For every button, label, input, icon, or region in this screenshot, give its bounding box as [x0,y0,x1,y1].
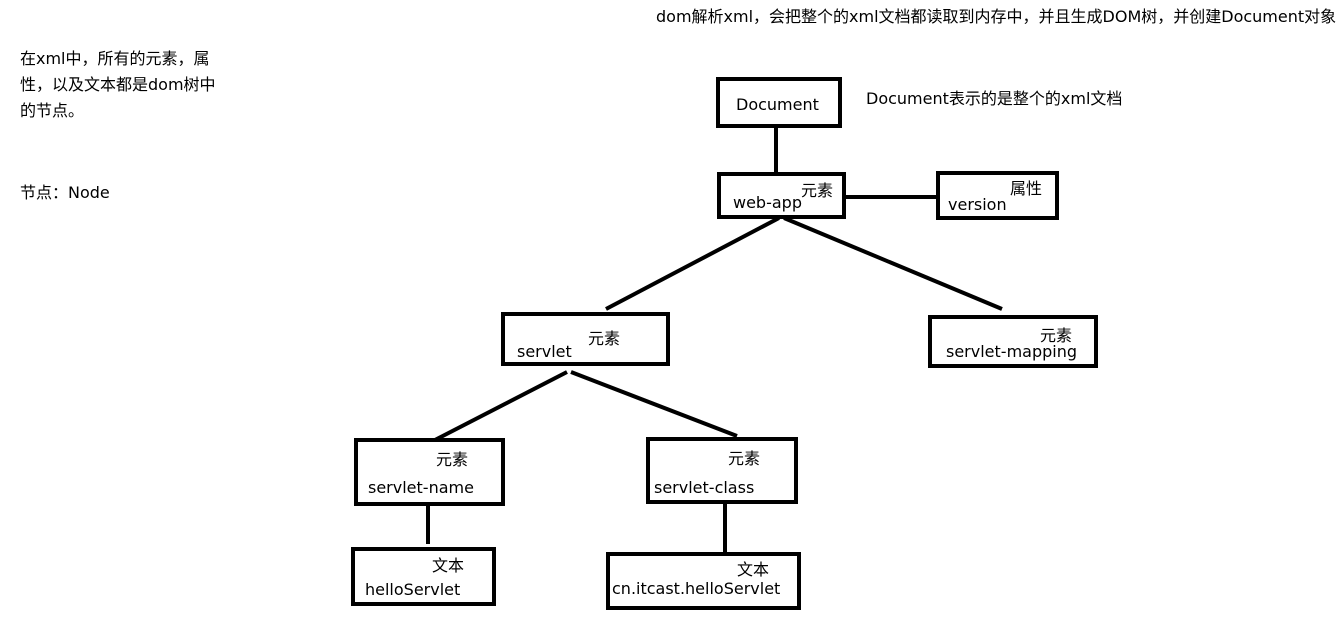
left-note: 在xml中，所有的元素，属性，以及文本都是dom树中的节点。 [20,49,216,120]
hello-servlet-text-label: helloServlet [365,580,461,599]
class-name-text-node: cn.itcast.helloServlet 文本 [606,552,801,610]
servlet-name-node-label: servlet-name [368,478,474,497]
version-node-label: version [948,195,1007,214]
edge-servlet-class [570,370,738,438]
web-app-node: web-app 元素 [717,172,846,219]
document-note: Document表示的是整个的xml文档 [866,89,1123,108]
servlet-class-node-label: servlet-class [654,478,755,497]
edge-webapp-mapping [783,216,1003,311]
version-node: version 属性 [936,171,1059,220]
servlet-node-type: 元素 [588,329,621,348]
servlet-name-node: servlet-name 元素 [354,438,505,506]
document-node-label: Document [736,95,819,114]
servlet-class-node-type: 元素 [728,449,761,468]
servlet-node-label: servlet [517,342,572,361]
class-name-text-label: cn.itcast.helloServlet [612,579,781,598]
hello-servlet-text-type: 文本 [432,556,465,575]
servlet-node: servlet 元素 [501,312,670,366]
servlet-name-node-type: 元素 [436,450,469,469]
web-app-node-type: 元素 [801,181,834,200]
web-app-node-label: web-app [733,193,802,212]
servlet-mapping-node-label: servlet-mapping [946,342,1078,361]
servlet-mapping-node: servlet-mapping 元素 [928,315,1098,368]
edge-servlet-name [432,370,568,443]
top-note: dom解析xml，会把整个的xml文档都读取到内存中，并且生成DOM树，并创建D… [656,7,1337,26]
servlet-class-node: servlet-class 元素 [646,437,798,504]
version-node-type: 属性 [1010,179,1043,198]
node-note: 节点：Node [20,183,110,202]
servlet-mapping-node-type: 元素 [1040,326,1073,345]
edge-webapp-servlet [605,216,780,311]
hello-servlet-text-node: helloServlet 文本 [351,547,496,606]
document-node: Document [716,77,842,128]
class-name-text-type: 文本 [737,560,770,579]
